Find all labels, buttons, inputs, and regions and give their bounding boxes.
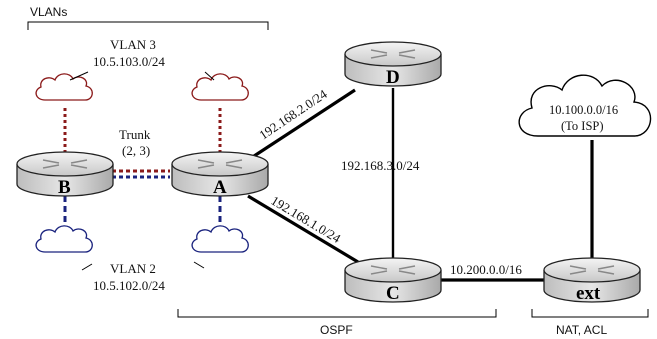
- trunk-vlans: (2, 3): [122, 143, 150, 158]
- isp-cloud: [518, 74, 652, 137]
- vlan3-links: [63, 108, 222, 158]
- router-c-label: C: [386, 283, 400, 304]
- vlan2-links: [63, 196, 222, 232]
- vlan2-subnet: 10.5.102.0/24: [93, 278, 165, 293]
- trunk-link: [112, 169, 170, 179]
- vlan3-cloud-left: [35, 73, 93, 101]
- trunk-label: Trunk: [119, 127, 151, 142]
- router-a-label: A: [213, 177, 227, 198]
- link-a-c: [247, 194, 359, 264]
- router-ext[interactable]: ext: [543, 257, 641, 304]
- link-a-c-label: 192.168.1.0/24: [268, 193, 343, 246]
- vlan2-label: VLAN 2: [110, 261, 156, 276]
- vlan2-cloud-left: [35, 225, 93, 253]
- router-a[interactable]: A: [171, 151, 269, 198]
- vlans-group-label: VLANs: [30, 5, 67, 19]
- isp-label: (To ISP): [561, 119, 604, 133]
- vlan3-cloud-right: [191, 73, 249, 101]
- router-d[interactable]: D: [344, 41, 442, 88]
- ospf-group-label: OSPF: [320, 323, 353, 337]
- link-a-d: [247, 88, 356, 162]
- nat-acl-group-label: NAT, ACL: [556, 323, 607, 337]
- vlan3-subnet: 10.5.103.0/24: [93, 54, 165, 69]
- router-ext-label: ext: [576, 283, 601, 304]
- link-c-ext-label: 10.200.0.0/16: [450, 262, 522, 277]
- router-d-label: D: [386, 67, 400, 88]
- router-c[interactable]: C: [344, 257, 442, 304]
- nat-acl-bracket: [531, 309, 649, 318]
- isp-subnet: 10.100.0.0/16: [549, 103, 618, 117]
- vlan2-cloud-right: [191, 225, 249, 253]
- vlan-callouts: [69, 71, 215, 271]
- router-b[interactable]: B: [16, 151, 114, 198]
- ospf-bracket: [177, 309, 497, 318]
- vlan3-label: VLAN 3: [110, 37, 156, 52]
- router-b-label: B: [58, 177, 71, 198]
- vlans-bracket: [27, 21, 269, 30]
- link-d-c-label: 192.168.3.0/24: [341, 158, 420, 173]
